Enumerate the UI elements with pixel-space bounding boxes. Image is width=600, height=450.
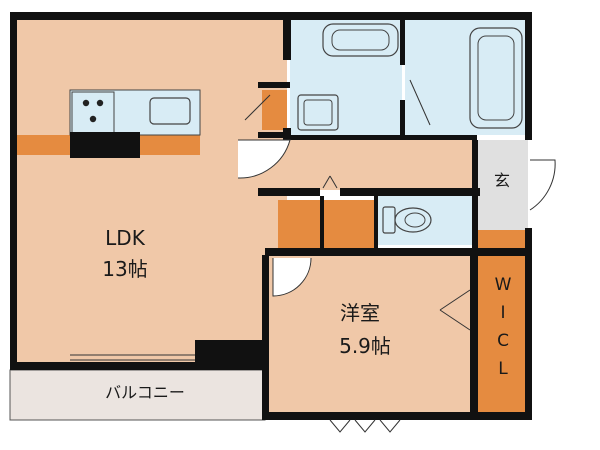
western-room-label: 洋室 xyxy=(340,301,380,325)
entrance-step xyxy=(478,230,528,248)
toilet-icon xyxy=(382,206,432,234)
entrance-floor xyxy=(475,140,528,230)
entrance-label: 玄 xyxy=(494,171,510,190)
ldk-floor xyxy=(15,20,287,370)
hallway-floor xyxy=(287,140,475,190)
doors xyxy=(237,79,556,331)
closet-letter-l: L xyxy=(498,359,508,379)
walls xyxy=(10,12,532,420)
window-marks xyxy=(70,354,401,433)
kitchen-counter-right xyxy=(140,135,200,155)
ldk-size-label: 13帖 xyxy=(102,257,147,281)
washbasin-inner xyxy=(303,99,333,126)
walk-in-closet-floor xyxy=(478,255,528,415)
balcony-label: バルコニー xyxy=(105,383,185,402)
bathtub-inner xyxy=(331,29,390,51)
sink-icon xyxy=(149,97,191,125)
bathtub-icon-large xyxy=(469,27,523,129)
closet-letter-i: I xyxy=(500,303,505,323)
washbasin-icon xyxy=(297,94,339,131)
closet-letter-w: W xyxy=(495,275,512,295)
western-room-size-label: 5.9帖 xyxy=(339,334,391,358)
stove-icon xyxy=(71,91,115,134)
storage-toilet-side xyxy=(322,200,374,248)
closet-letter-c: C xyxy=(497,331,509,351)
bathtub-large-inner xyxy=(477,35,515,121)
burner-2 xyxy=(96,99,104,107)
storage-mid xyxy=(262,90,287,130)
kitchen-counter-left xyxy=(15,135,70,155)
bathtub-icon xyxy=(322,23,399,57)
storage-hall xyxy=(278,200,320,248)
burner-3 xyxy=(89,115,97,123)
ldk-label: LDK xyxy=(105,226,146,250)
burner-1 xyxy=(82,99,90,107)
